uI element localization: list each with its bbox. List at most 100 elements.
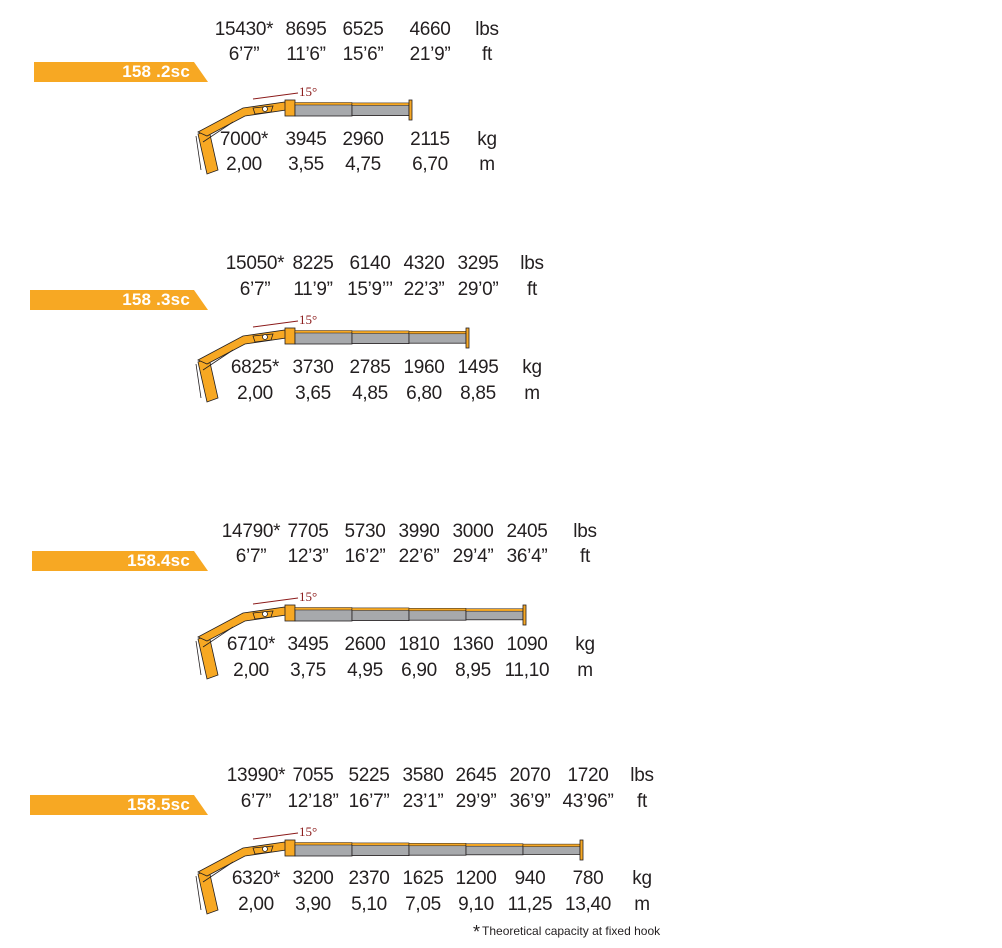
angle-line — [252, 597, 299, 605]
lbs-value: 3990 — [398, 521, 440, 542]
lbs-value: 2405 — [506, 521, 548, 542]
boom-tip — [579, 839, 584, 861]
extension-top-band — [351, 607, 410, 611]
kg-value: 2785 — [349, 357, 391, 378]
ft-value: 29’9” — [455, 791, 497, 812]
m-value: 8,85 — [460, 383, 496, 404]
boom-extension — [408, 332, 467, 344]
angle-label: 15° — [299, 589, 317, 604]
m-value: 2,00 — [238, 894, 274, 915]
boom-tip — [465, 327, 470, 349]
m-value: 8,95 — [455, 660, 491, 681]
angle-line — [252, 832, 299, 840]
boom-extension — [522, 845, 581, 855]
ft-value: 12’18” — [287, 791, 339, 812]
angle-label: 15° — [299, 84, 317, 99]
kg-value: 2600 — [344, 634, 386, 655]
extension-top-band — [351, 330, 410, 334]
ft-value: 22’6” — [398, 546, 440, 567]
ft-value: 36’9” — [509, 791, 551, 812]
outer-boom-base — [284, 604, 296, 622]
outer-boom-base — [284, 327, 296, 345]
kg-value: 1200 — [455, 868, 497, 889]
crane-diagram: 15° — [195, 589, 527, 680]
model-label: 158.5sc — [127, 795, 190, 814]
kg-value: 780 — [572, 868, 604, 889]
kg-unit: kg — [632, 868, 652, 889]
m-value: 6,90 — [401, 660, 437, 681]
boom-extension — [294, 843, 353, 857]
boom-extension — [294, 103, 353, 117]
lbs-unit: lbs — [475, 19, 499, 40]
lbs-value: 8695 — [285, 19, 327, 40]
boom-pivot — [262, 611, 268, 617]
model-label: 158.4sc — [127, 551, 190, 570]
m-value: 6,70 — [412, 154, 448, 175]
m-value: 4,95 — [347, 660, 383, 681]
boom-extension — [351, 103, 410, 116]
m-unit: m — [479, 154, 495, 175]
lbs-value: 15430* — [214, 19, 274, 40]
extension-top-band — [294, 607, 353, 611]
model-tag: 158 .2sc — [34, 62, 208, 82]
ft-unit: ft — [637, 791, 647, 812]
outer-boom-base — [284, 99, 296, 117]
m-value: 13,40 — [564, 894, 612, 915]
ft-unit: ft — [527, 279, 537, 300]
lbs-value: 5730 — [344, 521, 386, 542]
crane-diagram: 15° — [195, 312, 470, 403]
boom-extension — [351, 843, 410, 856]
lbs-value: 3580 — [402, 765, 444, 786]
lbs-value: 14790* — [221, 521, 281, 542]
model-tag: 158 .3sc — [30, 290, 208, 310]
boom-extension — [351, 331, 410, 344]
m-unit: m — [634, 894, 650, 915]
boom-pivot — [262, 106, 268, 112]
lbs-value: 7705 — [287, 521, 329, 542]
crane-diagram: 15° — [195, 84, 413, 175]
ft-value: 43’96” — [562, 791, 614, 812]
boom-cylinder — [202, 349, 234, 371]
extension-top-band — [465, 843, 524, 847]
lbs-unit: lbs — [573, 521, 597, 542]
extension-top-band — [294, 842, 353, 846]
m-value: 3,90 — [295, 894, 331, 915]
boom-extension — [408, 609, 467, 621]
boom-cylinder — [202, 121, 234, 143]
kg-value: 1360 — [452, 634, 494, 655]
model-label: 158 .3sc — [122, 290, 190, 309]
kg-value: 3495 — [287, 634, 329, 655]
ft-value: 23’1” — [402, 791, 444, 812]
m-value: 7,05 — [405, 894, 441, 915]
lbs-value: 7055 — [292, 765, 334, 786]
ft-value: 16’7” — [348, 791, 390, 812]
extension-top-band — [522, 843, 581, 847]
boom-extension — [294, 331, 353, 345]
lbs-value: 2070 — [509, 765, 551, 786]
ft-value: 6’7” — [239, 279, 271, 300]
kg-value: 6320* — [231, 868, 281, 889]
m-value: 3,55 — [288, 154, 324, 175]
boom-tip — [408, 99, 413, 121]
ft-value: 6’7” — [228, 44, 260, 65]
boom-tip — [522, 604, 527, 626]
footnote-star: * — [473, 922, 481, 942]
extension-top-band — [408, 608, 467, 612]
extension-top-band — [351, 102, 410, 106]
ft-value: 22’3” — [403, 279, 445, 300]
ft-unit: ft — [482, 44, 492, 65]
column-cylinder — [195, 363, 202, 399]
m-value: 9,10 — [458, 894, 494, 915]
lbs-value: 4320 — [403, 253, 445, 274]
extension-top-band — [294, 330, 353, 334]
column-cylinder — [195, 875, 202, 911]
boom-extension — [465, 609, 524, 621]
m-value: 6,80 — [406, 383, 442, 404]
kg-value: 3200 — [292, 868, 334, 889]
kg-unit: kg — [477, 129, 497, 150]
lbs-value: 15050* — [225, 253, 285, 274]
ft-value: 15’6” — [342, 44, 384, 65]
boom-cylinder — [202, 626, 234, 648]
kg-value: 6710* — [226, 634, 276, 655]
ft-value: 6’7” — [240, 791, 272, 812]
